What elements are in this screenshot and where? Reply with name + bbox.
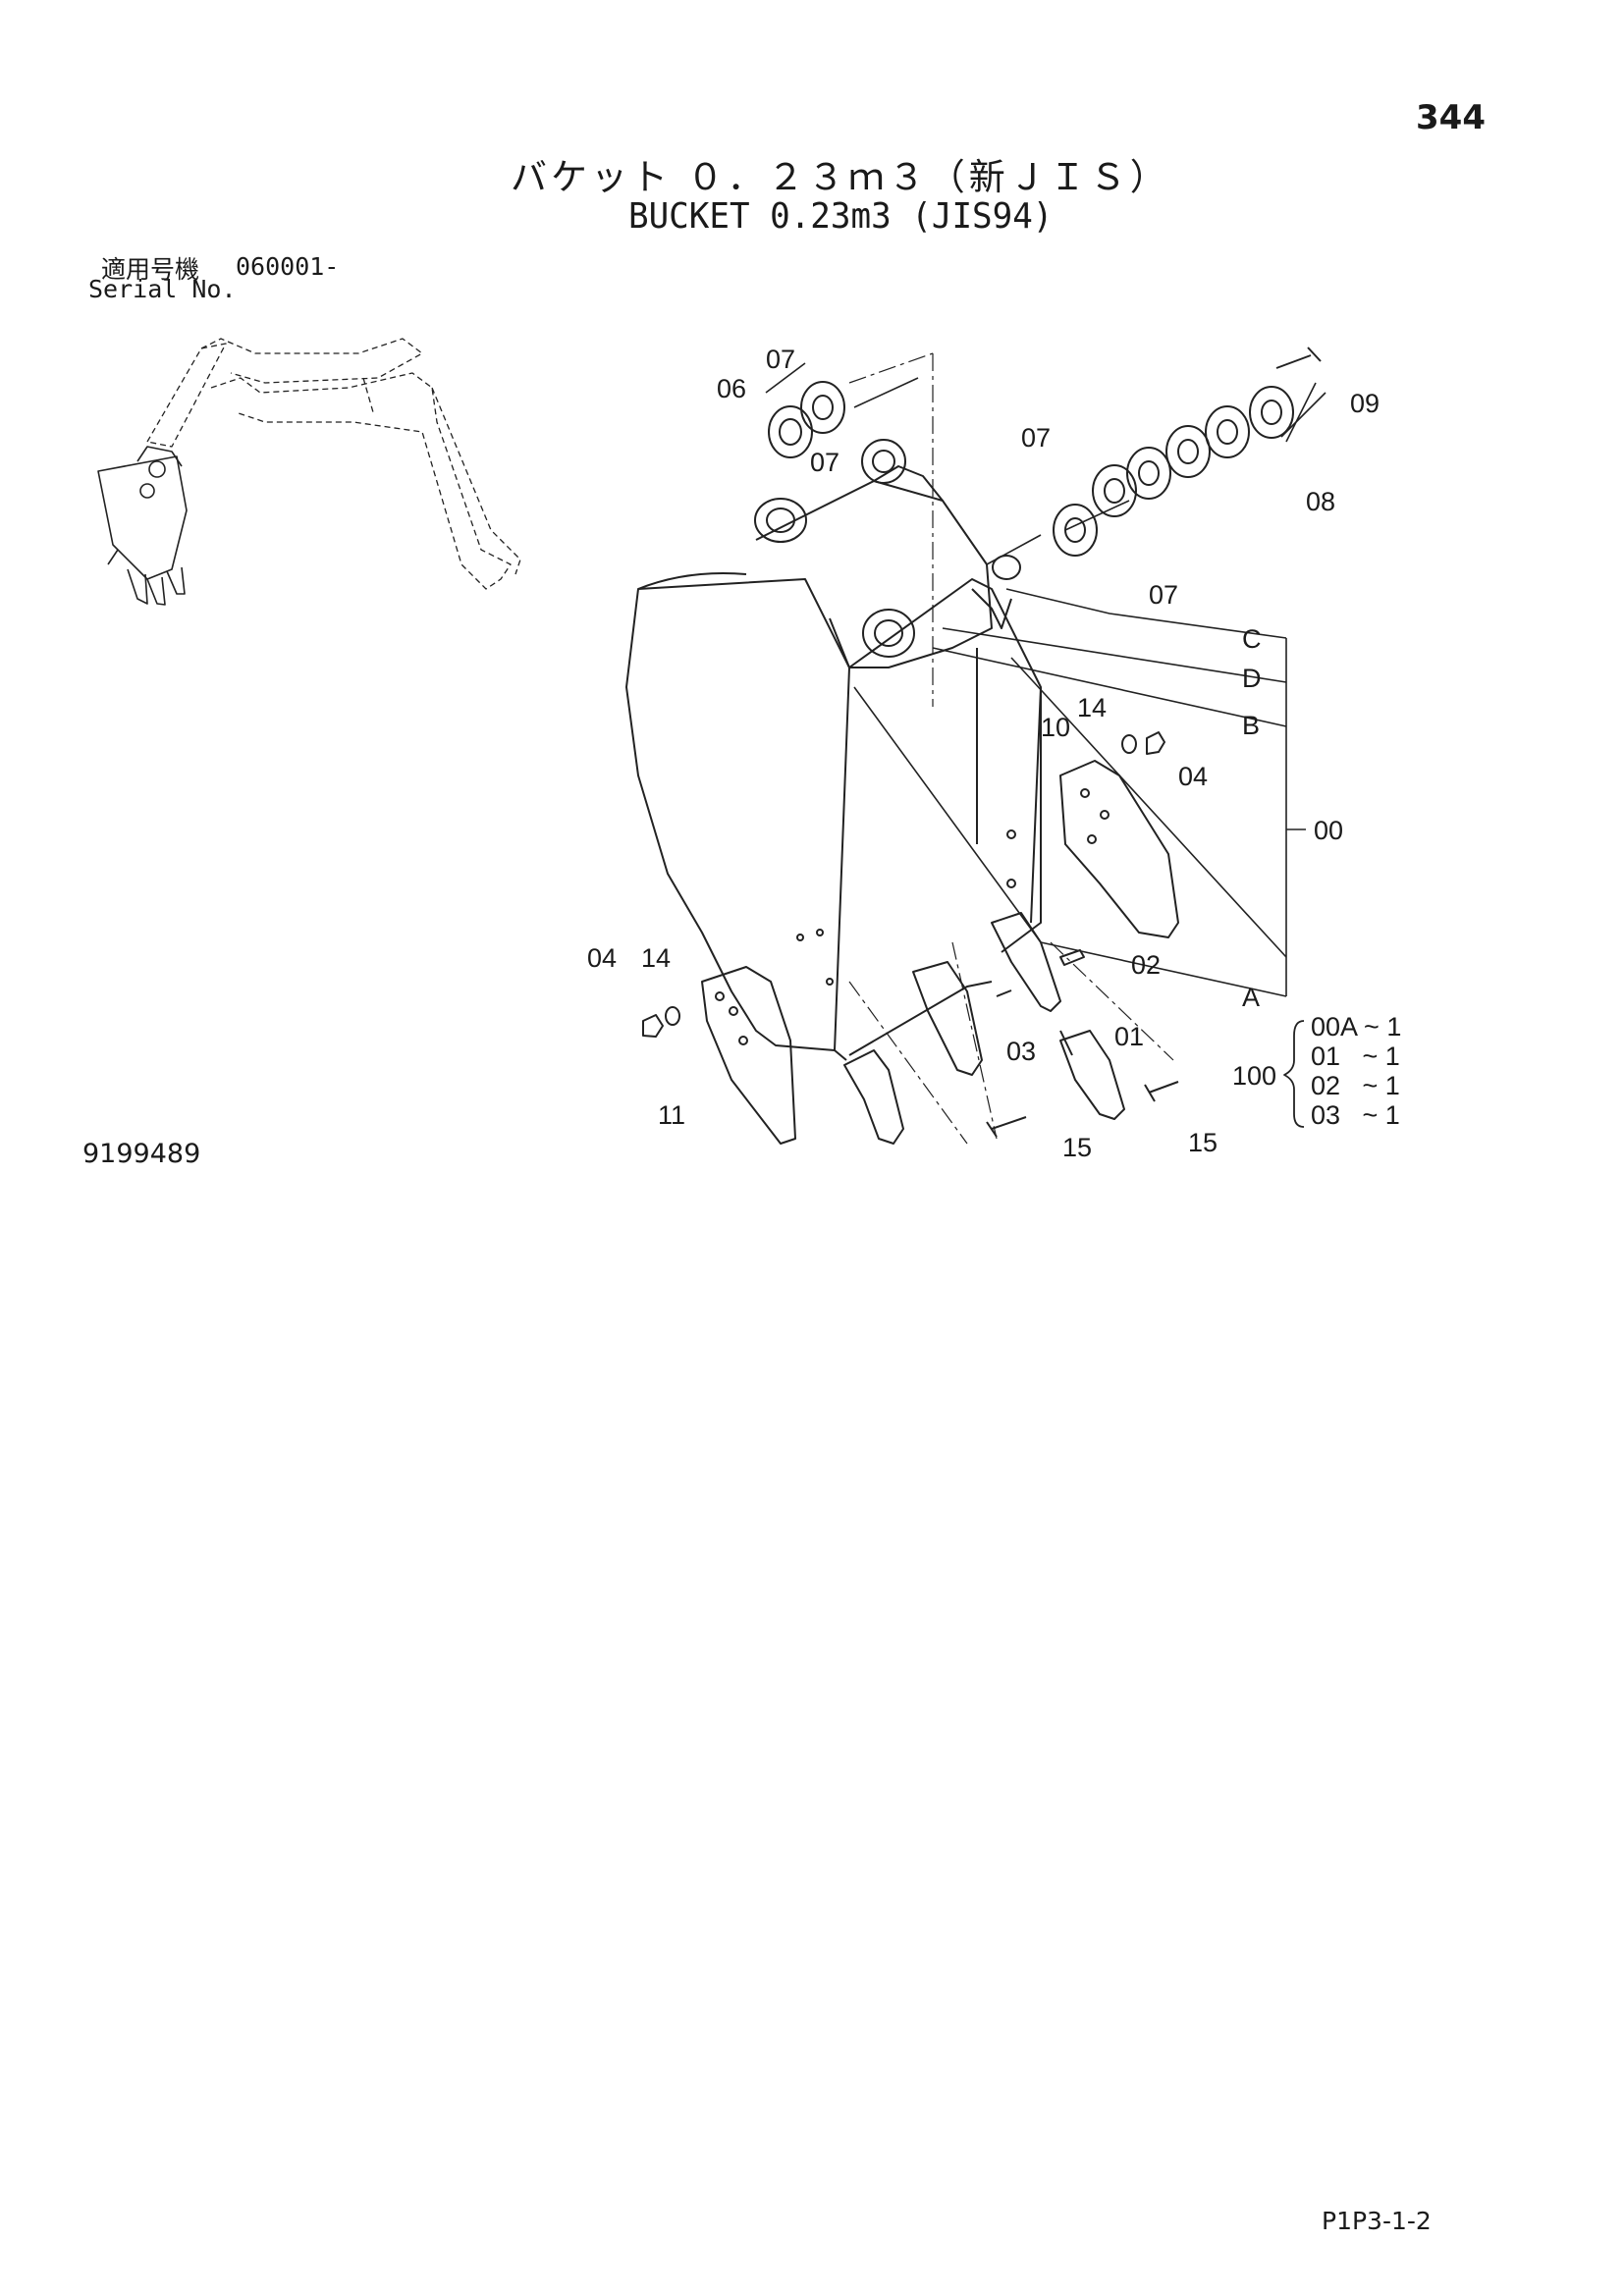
callout-A: A [1242, 983, 1260, 1012]
callout-D: D [1242, 664, 1262, 693]
callout-00: 00 [1314, 816, 1343, 845]
pins [996, 949, 1085, 997]
side-cutter-right [1059, 760, 1179, 938]
callout-09: 09 [1350, 389, 1380, 418]
excavator-arm-illustration [146, 338, 521, 590]
drawing-number: 9199489 [82, 1139, 201, 1169]
title-english: BUCKET 0.23m3 (JIS94) [628, 196, 1054, 237]
kit-item: 02 ~ 1 [1311, 1071, 1400, 1100]
thumbnail-bucket [97, 446, 188, 606]
kit-item: 00A ~ 1 [1311, 1012, 1401, 1041]
callout-11: 11 [658, 1100, 685, 1130]
callout-labels: 07 06 07 09 07 08 07 C D B 14 10 04 00 0… [587, 345, 1401, 1162]
nut-left [642, 1006, 680, 1038]
side-cutter-left [701, 966, 796, 1145]
callout-C: C [1242, 624, 1262, 654]
callout-07: 07 [1021, 423, 1051, 453]
washer-set-left [768, 381, 845, 458]
serial-label-english: Serial No. [88, 275, 237, 303]
callout-B: B [1242, 711, 1260, 740]
kit-brace [1283, 1020, 1305, 1128]
callout-14: 14 [641, 943, 671, 973]
bolts-15 [986, 1081, 1179, 1138]
callout-10: 10 [1041, 713, 1070, 742]
callout-04: 04 [1178, 762, 1208, 791]
callout-02: 02 [1131, 950, 1161, 980]
serial-value: 060001- [236, 252, 340, 281]
serial-label-japanese: 適用号機 [101, 255, 200, 284]
callout-01: 01 [1114, 1022, 1144, 1051]
teeth [843, 912, 1125, 1145]
kit-item: 03 ~ 1 [1311, 1100, 1400, 1130]
callout-03: 03 [1006, 1037, 1036, 1066]
kit-number: 100 [1232, 1061, 1276, 1091]
callout-15: 15 [1188, 1128, 1218, 1157]
title-japanese: バケット ０．２３ｍ３（新ＪＩＳ） [511, 156, 1170, 198]
callout-07: 07 [766, 345, 795, 374]
page-number: 344 [1416, 98, 1486, 137]
callout-08: 08 [1306, 487, 1335, 516]
callout-04: 04 [587, 943, 617, 973]
callout-07: 07 [810, 448, 839, 477]
nut-right [1121, 731, 1165, 755]
callout-15: 15 [1062, 1133, 1092, 1162]
callout-07: 07 [1149, 580, 1178, 610]
callout-06: 06 [717, 374, 746, 403]
bucket-body [625, 439, 1042, 1061]
shim-washers-right [1053, 386, 1294, 557]
bolt-09 [1275, 347, 1322, 369]
kit-item: 01 ~ 1 [1311, 1041, 1400, 1071]
sheet-code: P1P3-1-2 [1322, 2207, 1432, 2235]
callout-14: 14 [1077, 693, 1107, 722]
leader-lines [765, 362, 1326, 997]
